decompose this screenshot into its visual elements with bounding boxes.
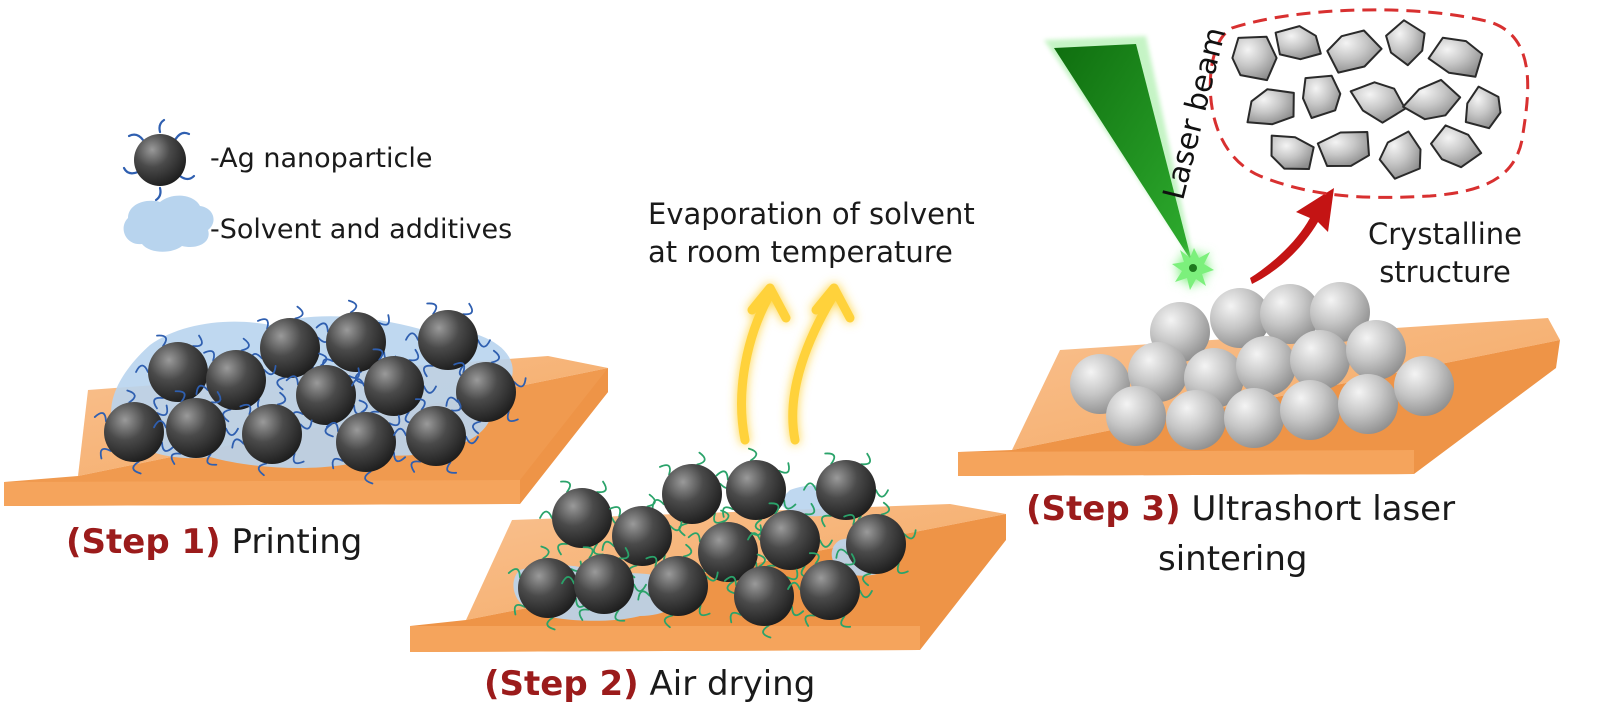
step1-tag: (Step 1) xyxy=(66,522,221,562)
step3-particle-12 xyxy=(1166,390,1226,450)
evaporation-note: Evaporation of solvent at room temperatu… xyxy=(648,195,975,271)
crystal-grain-14 xyxy=(1430,124,1483,169)
step3-caption: (Step 3) Ultrashort laser sintering xyxy=(1026,484,1455,584)
step2-particles xyxy=(507,447,917,639)
step3-particles xyxy=(1070,282,1454,450)
step3-label-line2: sintering xyxy=(1158,539,1308,579)
step2-particle-10 xyxy=(561,546,647,622)
crystal-grain-7 xyxy=(1302,74,1342,119)
crystal-grain-3 xyxy=(1326,29,1383,74)
crystalline-label-line2: structure xyxy=(1379,255,1511,289)
legend-nanoparticle-icon xyxy=(122,118,196,202)
crystalline-label-line1: Crystalline xyxy=(1368,217,1522,251)
step2-particle-3 xyxy=(715,447,797,533)
step1-particle-5 xyxy=(195,337,277,423)
legend-solvent-label: -Solvent and additives xyxy=(210,214,513,245)
crystal-grain-1 xyxy=(1231,35,1278,82)
step3-particle-11 xyxy=(1106,386,1166,446)
laser-beam-cone xyxy=(1054,44,1192,262)
step3-tag: (Step 3) xyxy=(1026,489,1181,529)
crystal-grain-12 xyxy=(1316,131,1370,167)
crystal-grain-11 xyxy=(1270,134,1315,170)
step2-particle-8 xyxy=(835,501,917,587)
step1-particle-12 xyxy=(325,399,407,485)
step3-label-line1: Ultrashort laser xyxy=(1191,489,1456,529)
step2-caption: (Step 2) Air drying xyxy=(484,664,815,704)
step3-particle-2 xyxy=(1210,288,1270,348)
step3-particle-8 xyxy=(1236,336,1296,396)
crystal-grain-10 xyxy=(1464,85,1502,130)
step3-particle-13 xyxy=(1224,388,1284,448)
step3-particle-15 xyxy=(1338,374,1398,434)
step2-scene xyxy=(410,283,1006,652)
step1-scene xyxy=(4,299,608,506)
step2-particle-12 xyxy=(723,553,805,639)
step1-particle-8 xyxy=(445,349,527,435)
step2-substrate-front xyxy=(410,626,920,652)
crystal-grain-5 xyxy=(1427,36,1484,78)
step1-caption: (Step 1) Printing xyxy=(66,522,362,562)
step3-scene xyxy=(958,8,1560,476)
crystal-grain-6 xyxy=(1246,88,1295,126)
crystalline-label: Crystalline structure xyxy=(1360,215,1530,291)
crystal-grain-4 xyxy=(1385,19,1426,67)
crystal-grain-2 xyxy=(1274,25,1322,61)
crystalline-grains xyxy=(1231,19,1502,180)
step2-particle-11 xyxy=(637,543,719,629)
step2-particle-13 xyxy=(787,552,873,628)
step3-substrate-front xyxy=(958,450,1414,476)
step3-particle-9 xyxy=(1290,330,1350,390)
red-arrow-icon xyxy=(1250,188,1334,284)
evaporation-note-line2: at room temperature xyxy=(648,235,953,269)
crystal-dashed-outline xyxy=(1208,8,1530,199)
legend xyxy=(122,118,214,252)
step3-particle-4 xyxy=(1310,282,1370,342)
step3-particle-10 xyxy=(1346,320,1406,380)
evaporation-arrow-left xyxy=(737,293,773,445)
step2-label: Air drying xyxy=(649,664,816,704)
step3-particle-16 xyxy=(1394,356,1454,416)
evaporation-arrow-right xyxy=(788,293,837,445)
crystal-grain-13 xyxy=(1378,130,1422,180)
step1-label: Printing xyxy=(231,522,363,562)
crystal-grain-9 xyxy=(1402,78,1462,121)
step1-particle-10 xyxy=(153,390,239,466)
step3-particle-14 xyxy=(1280,380,1340,440)
evaporation-arrows xyxy=(737,283,855,445)
step1-particle-11 xyxy=(231,391,313,477)
step1-particles xyxy=(93,299,527,485)
legend-nanoparticle-label: -Ag nanoparticle xyxy=(210,143,433,174)
step1-particle-13 xyxy=(393,398,479,474)
crystal-grain-8 xyxy=(1349,81,1407,124)
evaporation-note-line1: Evaporation of solvent xyxy=(648,197,975,231)
legend-solvent-icon xyxy=(123,195,214,252)
step3-particle-3 xyxy=(1260,284,1320,344)
step1-particle-9 xyxy=(93,389,175,475)
laser-beam xyxy=(1044,36,1214,290)
step2-tag: (Step 2) xyxy=(484,664,639,704)
